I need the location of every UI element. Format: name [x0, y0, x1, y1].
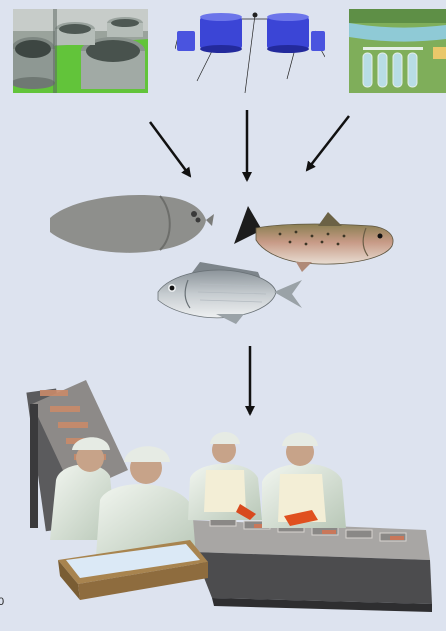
flatfish-icon: [50, 195, 214, 253]
trout-icon: [234, 206, 393, 272]
arrow-icon: [307, 116, 349, 170]
fillet-icon: [390, 536, 404, 540]
fillet-icon: [322, 530, 336, 534]
worker-icon: [188, 432, 262, 520]
sea-bream-icon: [158, 262, 302, 324]
corner-mark: 0: [0, 596, 4, 608]
ice-box-icon: [58, 540, 208, 600]
processing-line-illustration: [26, 380, 432, 612]
arrow-icon: [150, 122, 190, 176]
worker-icon: [262, 433, 346, 529]
conveyor-belt-icon: [190, 518, 432, 612]
